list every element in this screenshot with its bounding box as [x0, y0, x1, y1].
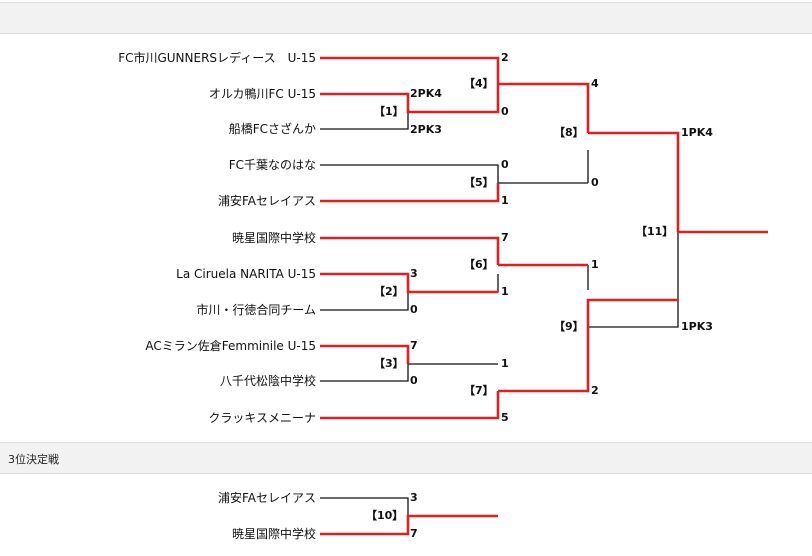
match-label: 【2】 [374, 285, 404, 298]
score: 0 [501, 105, 509, 118]
score: 1 [591, 258, 599, 271]
winner-lines [320, 56, 768, 536]
score: 5 [501, 411, 509, 424]
match-label: 【7】 [464, 384, 494, 397]
score: 0 [410, 303, 418, 316]
third-place-bar: 3位決定戦 [0, 442, 812, 474]
score: 1 [501, 194, 509, 207]
third-place-title: 3位決定戦 [8, 453, 59, 466]
score: 2PK3 [410, 123, 442, 136]
score: 7 [501, 231, 509, 244]
team-label: 八千代松陰中学校 [219, 374, 316, 388]
team-label: FC千葉なのはな [228, 158, 316, 172]
score: 7 [410, 339, 418, 352]
match-label: 【6】 [464, 258, 494, 271]
match-label: 【9】 [554, 320, 584, 333]
team-label: 船橋FCさざんか [228, 122, 316, 136]
score: 0 [501, 158, 509, 171]
score: 1 [501, 285, 509, 298]
score: 3 [410, 491, 418, 504]
team-label: クラッキスメニーナ [208, 411, 316, 425]
score: 1 [501, 357, 509, 370]
team-label: ACミラン佐倉Femminile U-15 [145, 339, 316, 353]
team-label: La Ciruela NARITA U-15 [176, 267, 316, 281]
team-label: FC市川GUNNERSレディース U-15 [118, 51, 316, 65]
team-label: 暁星国際中学校 [231, 231, 316, 245]
score: 2PK4 [410, 87, 442, 100]
match-label: 【1】 [374, 105, 404, 118]
team-label: 浦安FAセレイアス [217, 194, 316, 208]
score: 2 [501, 51, 509, 64]
match-label: 【11】 [636, 225, 674, 238]
header-bar [0, 2, 812, 34]
match-label: 【3】 [374, 357, 404, 370]
score: 1PK4 [681, 126, 713, 139]
score: 2 [591, 384, 599, 397]
score: 0 [591, 176, 599, 189]
score: 1PK3 [681, 320, 713, 333]
score: 4 [591, 77, 599, 90]
match-label: 【10】 [366, 509, 404, 522]
team-label: 浦安FAセレイアス [217, 491, 316, 505]
match-label: 【4】 [464, 77, 494, 90]
team-label: 市川・行徳合同チーム [196, 303, 316, 317]
team-label: 暁星国際中学校 [231, 527, 316, 541]
team-label: オルカ鴨川FC U-15 [208, 87, 316, 101]
score: 7 [410, 527, 418, 540]
score: 3 [410, 267, 418, 280]
match-label: 【8】 [554, 126, 584, 139]
score: 0 [410, 374, 418, 387]
match-label: 【5】 [464, 176, 494, 189]
